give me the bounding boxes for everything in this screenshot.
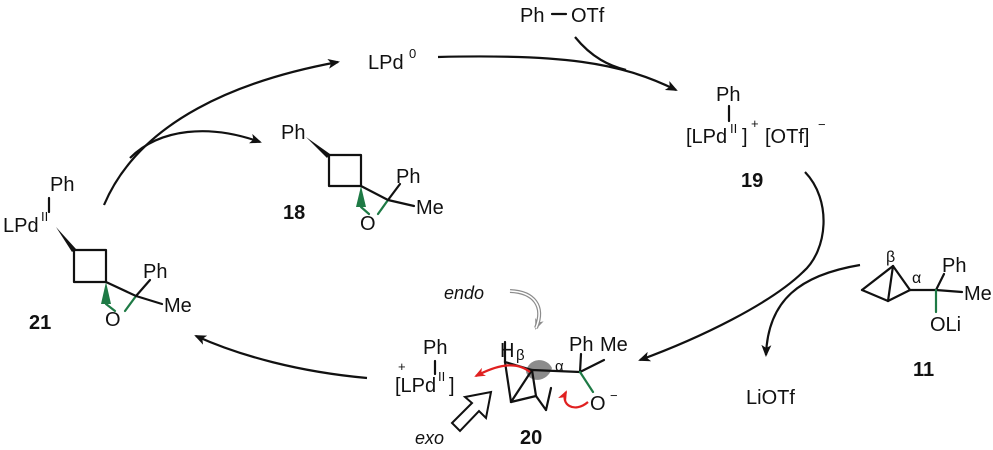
c21-ph2: Ph xyxy=(143,261,167,283)
c21-cyclobutane xyxy=(72,248,108,284)
c19-bracket-close: ] xyxy=(742,126,748,148)
ts-h: H xyxy=(500,340,514,362)
c11-ph: Ph xyxy=(942,255,966,277)
ts-number: 20 xyxy=(520,427,542,449)
reagent-ph: Ph xyxy=(520,5,544,27)
ts-o: O xyxy=(590,393,606,415)
liotf-byproduct: LiOTf xyxy=(746,387,795,409)
ts-ph: Ph xyxy=(423,337,447,359)
pd0-label: LPd xyxy=(368,52,404,74)
ts-ph-bond xyxy=(578,352,583,374)
arrow-lithium-entry xyxy=(761,263,861,357)
c21-oxidation-state: II xyxy=(41,209,48,224)
exo-label: exo xyxy=(415,428,444,448)
compound-11: β α Ph Me OLi 11 xyxy=(860,249,992,381)
arrow-product-release xyxy=(129,130,262,159)
arrow-to-21 xyxy=(194,334,368,380)
pd0-oxidation-state: 0 xyxy=(409,46,416,61)
c11-bicyclo-c xyxy=(860,288,890,303)
c21-co-bond xyxy=(104,302,117,313)
c18-wedge-ph xyxy=(306,137,330,158)
ts-o-bond xyxy=(578,370,595,394)
reagent-otf: OTf xyxy=(571,5,605,27)
ts-alpha: α xyxy=(555,358,564,375)
ts-ominus: − xyxy=(610,388,618,403)
c11-bicyclo-d xyxy=(886,288,912,303)
c18-wedge-o xyxy=(356,186,366,207)
ts-bracket-close: ] xyxy=(449,375,455,397)
exo-hint-arrow xyxy=(450,390,493,433)
c18-o: O xyxy=(360,213,376,235)
c18-ph2: Ph xyxy=(396,166,420,188)
pd0-catalyst: LPd 0 xyxy=(368,46,416,74)
ts-ring-d xyxy=(509,394,538,404)
endo-label: endo xyxy=(444,283,484,303)
endo-hint-arrow xyxy=(509,289,544,330)
c19-otf: [OTf] xyxy=(765,126,809,148)
c18-co-bond xyxy=(359,205,371,216)
ts-lpd: [LPd xyxy=(395,375,436,397)
c21-wedge-o xyxy=(101,282,111,304)
ts-c-alpha-bond xyxy=(530,368,582,374)
c11-me-bond xyxy=(934,288,964,294)
ts-ph2: Ph xyxy=(569,334,593,356)
arrow-reagent-entry xyxy=(574,36,627,72)
c19-plus: + xyxy=(751,116,759,131)
c21-lpd: LPd xyxy=(3,215,39,237)
ts-me: Me xyxy=(600,334,628,356)
arrow-regenerate-pd0 xyxy=(102,58,340,206)
transition-state-20: endo exo + Ph [LPd II ] H β α Ph Me O − xyxy=(395,283,628,449)
c21-o: O xyxy=(105,309,121,331)
arrow-oxidative-addition xyxy=(437,55,678,91)
c18-cyclobutane xyxy=(327,153,363,188)
c21-number: 21 xyxy=(29,312,51,334)
c11-oli: OLi xyxy=(930,314,961,336)
red-arrow-from-o xyxy=(557,390,589,409)
ts-oxidation-state: II xyxy=(438,369,445,384)
phenyl-triflate: Ph OTf xyxy=(520,5,605,27)
arrow-to-ts xyxy=(638,171,825,362)
c21-me-bond xyxy=(134,294,164,306)
c19-ph: Ph xyxy=(716,84,740,106)
ts-ring-b xyxy=(503,360,513,404)
compound-19: Ph [LPd II ] + [OTf] − 19 xyxy=(686,84,826,192)
c18-number: 18 xyxy=(283,202,305,224)
red-arrow-to-pd xyxy=(474,364,531,377)
c11-me: Me xyxy=(964,283,992,305)
c11-bicyclo-a xyxy=(860,264,895,292)
compound-18: Ph Ph Me O 18 xyxy=(281,122,444,235)
c21-me: Me xyxy=(164,295,192,317)
ts-ring-g xyxy=(544,386,553,412)
ts-ring-c xyxy=(509,368,534,404)
c11-ph-bond xyxy=(934,272,946,292)
c21-c-c-bond xyxy=(104,280,138,298)
c18-ph: Ph xyxy=(281,122,305,144)
c11-bridge-bond xyxy=(886,264,895,303)
ts-plus: + xyxy=(398,359,406,374)
ts-ring-e xyxy=(530,368,538,398)
c21-ph: Ph xyxy=(50,174,74,196)
c11-number: 11 xyxy=(913,359,934,381)
c21-ph-bond xyxy=(134,278,152,298)
c21-oc-bond xyxy=(123,294,138,313)
c11-alpha: α xyxy=(912,270,921,287)
c19-oxidation-state: II xyxy=(730,121,737,136)
c18-me: Me xyxy=(416,197,444,219)
c18-oc-bond xyxy=(376,198,390,216)
c19-minus: − xyxy=(818,117,826,132)
c18-c-c-bond xyxy=(359,184,390,202)
ts-me-bond xyxy=(578,358,606,374)
c18-ph-bond xyxy=(386,182,402,202)
c21-wedge-pd xyxy=(56,227,76,252)
c11-beta: β xyxy=(886,249,895,266)
compound-21: Ph LPd II Ph Me O 21 xyxy=(3,174,192,334)
c11-bicyclo-b xyxy=(891,264,912,292)
ts-beta: β xyxy=(516,347,525,364)
c19-lpd: [LPd xyxy=(686,126,727,148)
c19-number: 19 xyxy=(741,170,763,192)
ts-ring-f xyxy=(534,394,548,412)
c18-me-bond xyxy=(386,198,416,208)
